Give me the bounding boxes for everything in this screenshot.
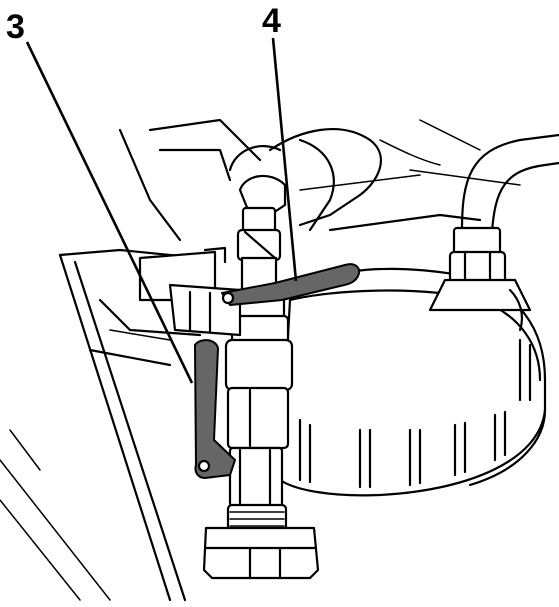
callout-4: 4 <box>262 2 281 40</box>
leader-line-4 <box>271 37 298 282</box>
cap-fitting <box>428 226 532 332</box>
callout-3: 3 <box>6 8 25 46</box>
leader-line-3 <box>25 41 194 384</box>
valve-handle-upper <box>221 263 361 306</box>
machine-frame <box>0 248 202 602</box>
valve-handle-lower <box>194 339 236 479</box>
fuel-hose <box>460 133 559 234</box>
gloved-hand <box>118 118 521 242</box>
